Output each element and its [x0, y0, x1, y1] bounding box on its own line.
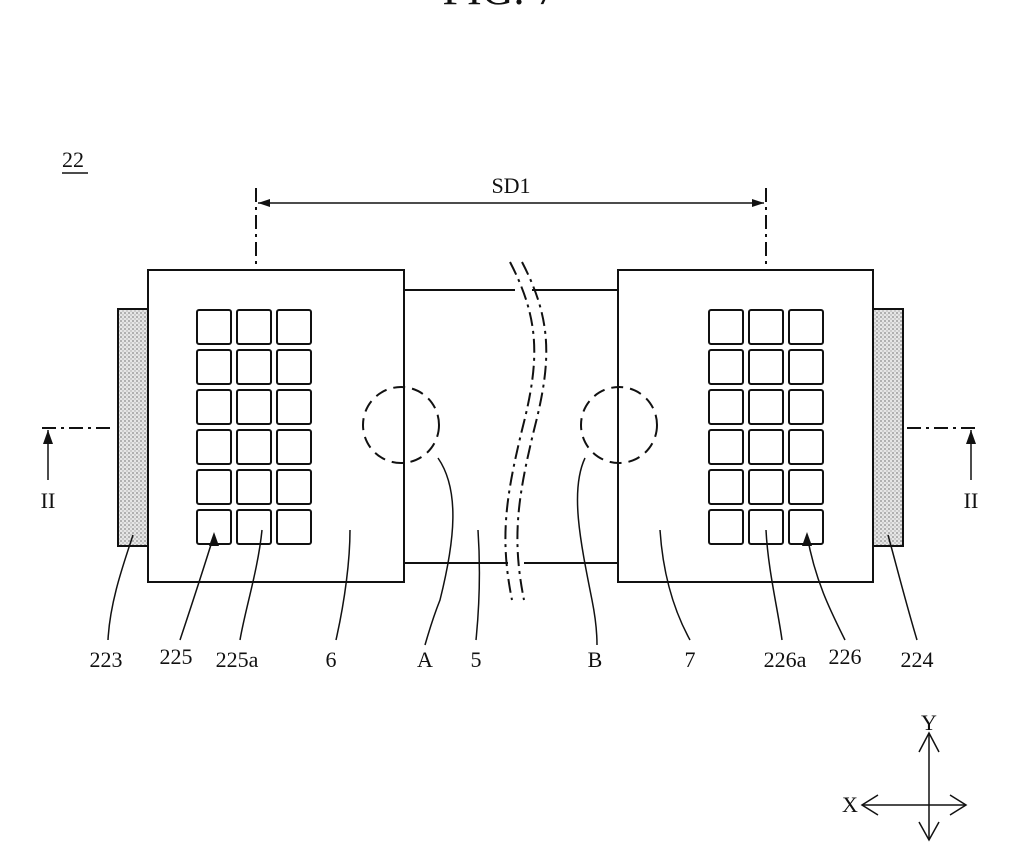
grid-226-cell [709, 430, 743, 464]
callout-226a: 226a [764, 647, 807, 672]
grid-226-cell [789, 430, 823, 464]
dimension-label: SD1 [491, 173, 530, 198]
grid-225-cell [237, 430, 271, 464]
callout-225a: 225a [216, 647, 259, 672]
callout-a: A [417, 647, 433, 672]
grid-226-cell [789, 310, 823, 344]
grid-225-cell [237, 310, 271, 344]
dimension-sd1: SD1 [256, 173, 766, 268]
grid-225-cell [277, 510, 311, 544]
grid-225-cell [277, 350, 311, 384]
grid-226-cell [749, 430, 783, 464]
callout-b: B [588, 647, 603, 672]
grid-225-cell [237, 510, 271, 544]
grid-225 [197, 310, 311, 544]
callout-225: 225 [160, 644, 193, 669]
grid-225-cell [277, 470, 311, 504]
axis-y-label: Y [921, 710, 937, 735]
grid-226-cell [749, 470, 783, 504]
grid-226-cell [789, 390, 823, 424]
grid-225-cell [277, 310, 311, 344]
callout-7: 7 [685, 647, 696, 672]
strip-224 [873, 309, 903, 546]
grid-226-cell [749, 310, 783, 344]
callout-226: 226 [829, 644, 862, 669]
grid-225-cell [277, 390, 311, 424]
figure-title: FIG. 7 [443, 0, 558, 14]
grid-225-cell [197, 350, 231, 384]
axis-indicator: Y X [842, 710, 966, 840]
axis-x-label: X [842, 792, 858, 817]
grid-225-cell [237, 390, 271, 424]
grid-226-cell [709, 350, 743, 384]
grid-225-cell [237, 470, 271, 504]
section-marker-left: II [41, 428, 114, 513]
grid-226-cell [749, 390, 783, 424]
grid-226-cell [709, 390, 743, 424]
section-label-right: II [964, 488, 979, 513]
grid-226-cell [749, 350, 783, 384]
grid-226-cell [709, 310, 743, 344]
grid-225-cell [237, 350, 271, 384]
figure-reference: 22 [62, 147, 84, 172]
grid-225-cell [277, 430, 311, 464]
strip-223 [118, 309, 148, 546]
grid-225-cell [197, 430, 231, 464]
callout-5: 5 [471, 647, 482, 672]
callout-223: 223 [90, 647, 123, 672]
middle-body [404, 262, 618, 600]
grid-226 [709, 310, 823, 544]
grid-226-cell [789, 350, 823, 384]
grid-225-cell [197, 310, 231, 344]
section-marker-right: II [907, 428, 980, 513]
grid-225-cell [197, 470, 231, 504]
callout-6: 6 [326, 647, 337, 672]
callout-224: 224 [901, 647, 934, 672]
section-label-left: II [41, 488, 56, 513]
region-a-circle [363, 387, 439, 463]
callout-labels: 223 225 225a 6 A 5 B 7 226a 226 224 [90, 644, 934, 672]
grid-226-cell [709, 470, 743, 504]
grid-226-cell [709, 510, 743, 544]
grid-226-cell [789, 470, 823, 504]
grid-225-cell [197, 390, 231, 424]
